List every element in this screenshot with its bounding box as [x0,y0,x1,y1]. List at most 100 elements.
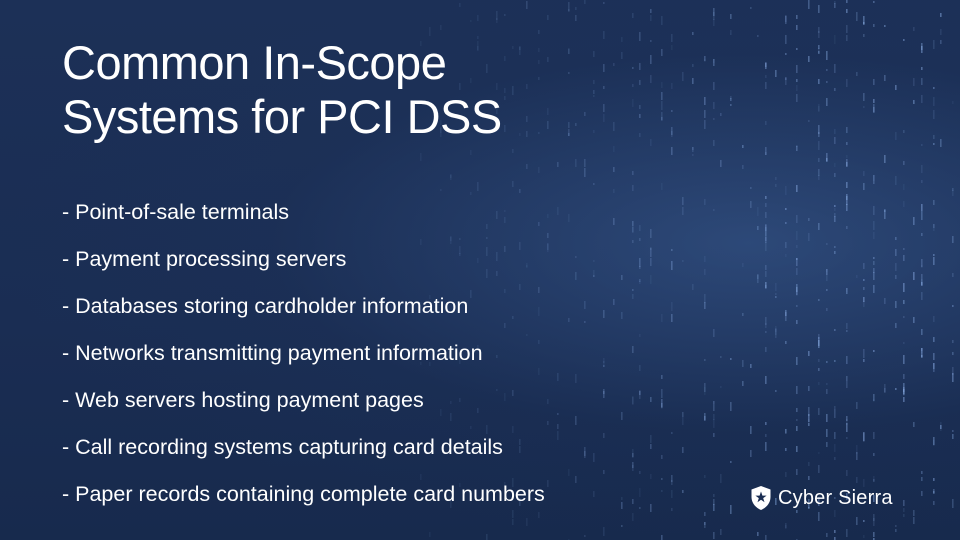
rain-dot [512,390,514,396]
rain-dot [818,497,820,506]
rain-dot [504,96,506,100]
rain-dot [504,393,506,401]
rain-dot [818,51,820,54]
rain-dot [846,437,848,439]
rain-dot [584,112,586,116]
rain-dot [796,386,798,394]
rain-dot [621,525,623,527]
rain-dot [846,194,848,200]
rain-dot [834,137,836,144]
rain-dot [834,329,836,331]
rain-dot [921,477,923,481]
rain-dot [765,442,767,451]
rain-dot [863,171,865,176]
rain-dot [682,417,684,425]
rain-dot [826,533,828,537]
rain-dot [704,269,706,275]
rain-dot [429,362,431,366]
rain-dot [639,63,641,70]
rain-dot [873,532,875,537]
rain-dot [873,479,875,482]
rain-dot [613,146,615,152]
rain-dot [818,368,820,371]
rain-dot [863,301,865,307]
rain-dot [785,15,787,22]
rain-dot [547,244,549,252]
rain-dot [496,211,498,219]
rain-dot [863,432,865,441]
rain-dot [704,199,706,205]
rain-dot [863,34,865,37]
rain-dot [538,30,540,34]
rain-dot [538,307,540,316]
rain-dot [639,80,641,85]
rain-dot [603,86,605,89]
rain-dot [952,499,954,508]
rain-dot [704,59,706,62]
rain-dot [671,127,673,135]
rain-dot [873,538,875,540]
rain-dot [921,259,923,267]
rain-dot [692,64,694,67]
rain-dot [704,256,706,262]
rain-dot [750,201,752,208]
rain-dot [921,265,923,268]
rain-dot [547,108,549,115]
rain-dot [692,147,694,150]
rain-dot [846,142,848,145]
rain-dot [818,48,820,53]
rain-dot [639,281,641,284]
rain-dot [750,364,752,368]
rain-dot [613,299,615,305]
rain-dot [834,537,836,540]
rain-dot [671,475,673,482]
slide-title: Common In-Scope Systems for PCI DSS [62,36,682,144]
rain-dot [921,491,923,496]
rain-dot [584,168,586,177]
slide-title-line-2: Systems for PCI DSS [62,90,502,143]
rain-dot [873,107,875,113]
rain-dot [450,236,452,244]
rain-dot [873,268,875,273]
rain-dot [903,383,905,392]
rain-dot [568,469,570,476]
rain-dot [420,474,422,480]
rain-dot [952,430,954,432]
rain-dot [873,476,875,481]
rain-dot [621,275,623,280]
rain-dot [750,426,752,434]
rain-dot [765,212,767,218]
rain-dot [796,215,798,223]
rain-dot [632,396,634,405]
rain-dot [575,256,577,258]
rain-dot [575,159,577,167]
rain-dot [903,255,905,261]
rain-dot [921,78,923,85]
rain-dot [895,301,897,308]
rain-dot [903,374,905,379]
rain-dot [765,121,767,125]
rain-dot [785,523,787,528]
rain-dot [765,227,767,236]
rain-dot [450,174,452,178]
rain-dot [873,24,875,27]
rain-dot [863,297,865,302]
rain-dot [757,532,759,536]
rain-dot [440,128,442,137]
rain-dot [512,46,514,49]
rain-dot [650,275,652,284]
rain-dot [632,67,634,69]
rain-dot [557,413,559,415]
rain-dot [557,424,559,429]
rain-dot [720,160,722,167]
rain-dot [730,402,732,411]
rain-dot [713,433,715,437]
rain-dot [826,269,828,275]
rain-dot [547,243,549,250]
rain-dot [765,236,767,241]
rain-dot [796,85,798,91]
rain-dot [440,127,442,133]
rain-dot [846,376,848,381]
